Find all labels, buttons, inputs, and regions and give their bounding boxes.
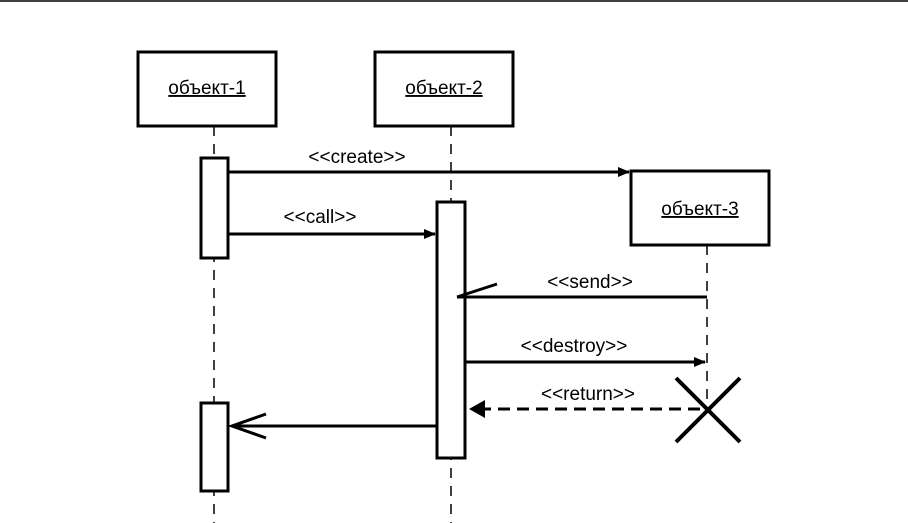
reply-arrow bbox=[232, 414, 437, 438]
object-label-obj3: объект-3 bbox=[661, 199, 738, 220]
call-label: <<call>> bbox=[284, 207, 357, 228]
send-label: <<send>> bbox=[547, 272, 633, 293]
activation-bar-obj1-top bbox=[201, 158, 228, 258]
destroy-x-icon bbox=[676, 378, 740, 442]
object-label-obj2: объект-2 bbox=[405, 78, 482, 99]
object-box-obj3: объект-3 bbox=[631, 171, 769, 245]
object-label-obj1: объект-1 bbox=[168, 78, 245, 99]
object-box-obj2: объект-2 bbox=[375, 52, 513, 126]
activation-bar-obj1-bottom bbox=[201, 403, 228, 491]
return-label: <<return>> bbox=[541, 384, 635, 405]
destroy-label: <<destroy>> bbox=[521, 336, 628, 357]
activation-bar-obj2 bbox=[437, 202, 465, 458]
return-arrowhead bbox=[469, 400, 485, 418]
object-box-obj1: объект-1 bbox=[138, 52, 276, 126]
create-label: <<create>> bbox=[308, 147, 405, 168]
